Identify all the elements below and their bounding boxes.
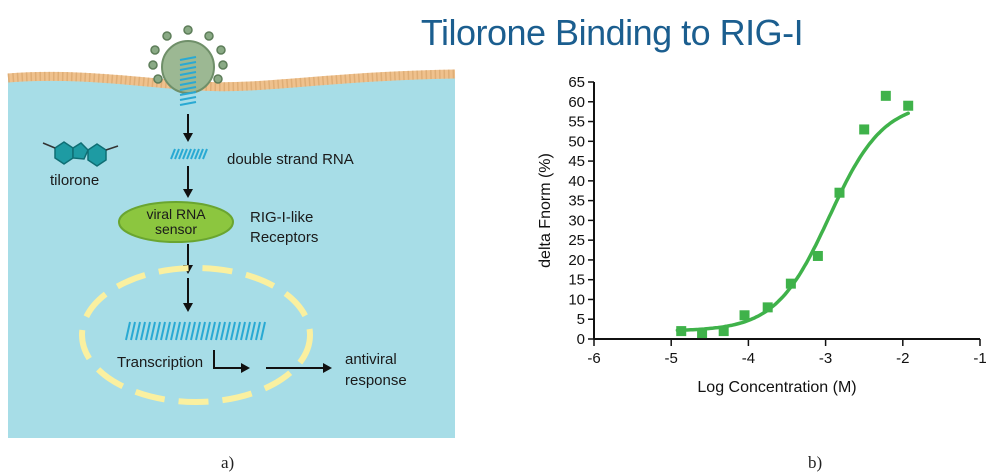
data-point [676,326,687,337]
panel-a-label: a) [221,453,235,472]
cell-cytoplasm [8,74,455,438]
y-tick-label: 15 [568,272,585,289]
data-point [739,310,750,321]
sensor-label-line1: viral RNA [146,206,206,222]
y-tick-label: 45 [568,153,585,170]
x-tick-label: -1 [973,350,986,367]
dna-helix-icon [125,321,266,341]
y-tick-label: 65 [568,74,585,91]
y-tick-label: 5 [577,311,585,328]
rlr-label-line1: RIG-I-like [250,209,314,226]
panel-b-label: b) [808,453,823,472]
x-tick-label: -4 [742,350,755,367]
data-point [812,250,823,261]
y-tick-label: 25 [568,232,585,249]
y-tick-label: 35 [568,193,585,210]
virus-particle-icon [148,25,228,94]
viral-rna-icon [179,56,197,106]
viral-rna-sensor-shape [118,201,234,243]
data-point [880,90,891,101]
data-point [785,278,796,289]
fit-curve [675,111,910,333]
binding-chart: 0 5 10 15 20 25 30 35 40 45 50 55 60 65 -6 -5 -4 -3 -2 -1Lo… [537,74,987,396]
chart-title: Tilorone Binding to RIG-I [420,12,804,53]
tilorone-label: tilorone [50,172,100,189]
y-tick-label: 55 [568,114,585,131]
pathway-diagram: tilorone double strand RNA viral RNA sen… [0,0,460,476]
pathway-diagram-graphic [7,25,456,438]
sensor-label-line2: sensor [154,221,198,237]
nucleus-dashed-outline [79,265,313,405]
y-tick-label: 60 [568,94,585,111]
dsrna-label: double strand RNA [227,151,354,168]
data-point [859,124,870,135]
double-strand-rna-icon [170,148,208,160]
x-axis-label: Log Concentration (M) [697,379,856,396]
x-tick-label: -3 [819,350,832,367]
data-point [718,326,729,337]
y-tick-label: 40 [568,173,585,190]
y-tick-label: 30 [568,212,585,229]
transcription-arrow [213,350,250,373]
y-tick-label: 20 [568,252,585,269]
x-tick-label: -5 [665,350,678,367]
y-tick-label: 50 [568,133,585,150]
x-tick-label: -6 [587,350,600,367]
sensor-label: viral RNA sensor [118,207,234,237]
x-tick-label: -2 [896,350,909,367]
y-tick-label: 10 [568,291,585,308]
data-point [697,328,708,339]
antiviral-label-line2: response [345,372,407,389]
rlr-label-line2: Receptors [250,229,319,246]
transcription-label: Transcription [117,354,204,371]
y-axis-label: delta Fnorm (%) [537,153,554,268]
data-point [834,187,845,198]
tilorone-molecule-icon [42,141,119,167]
antiviral-label-line1: antiviral [345,351,397,368]
data-point [903,100,914,111]
y-tick-label: 0 [577,331,585,348]
data-point [762,302,773,313]
